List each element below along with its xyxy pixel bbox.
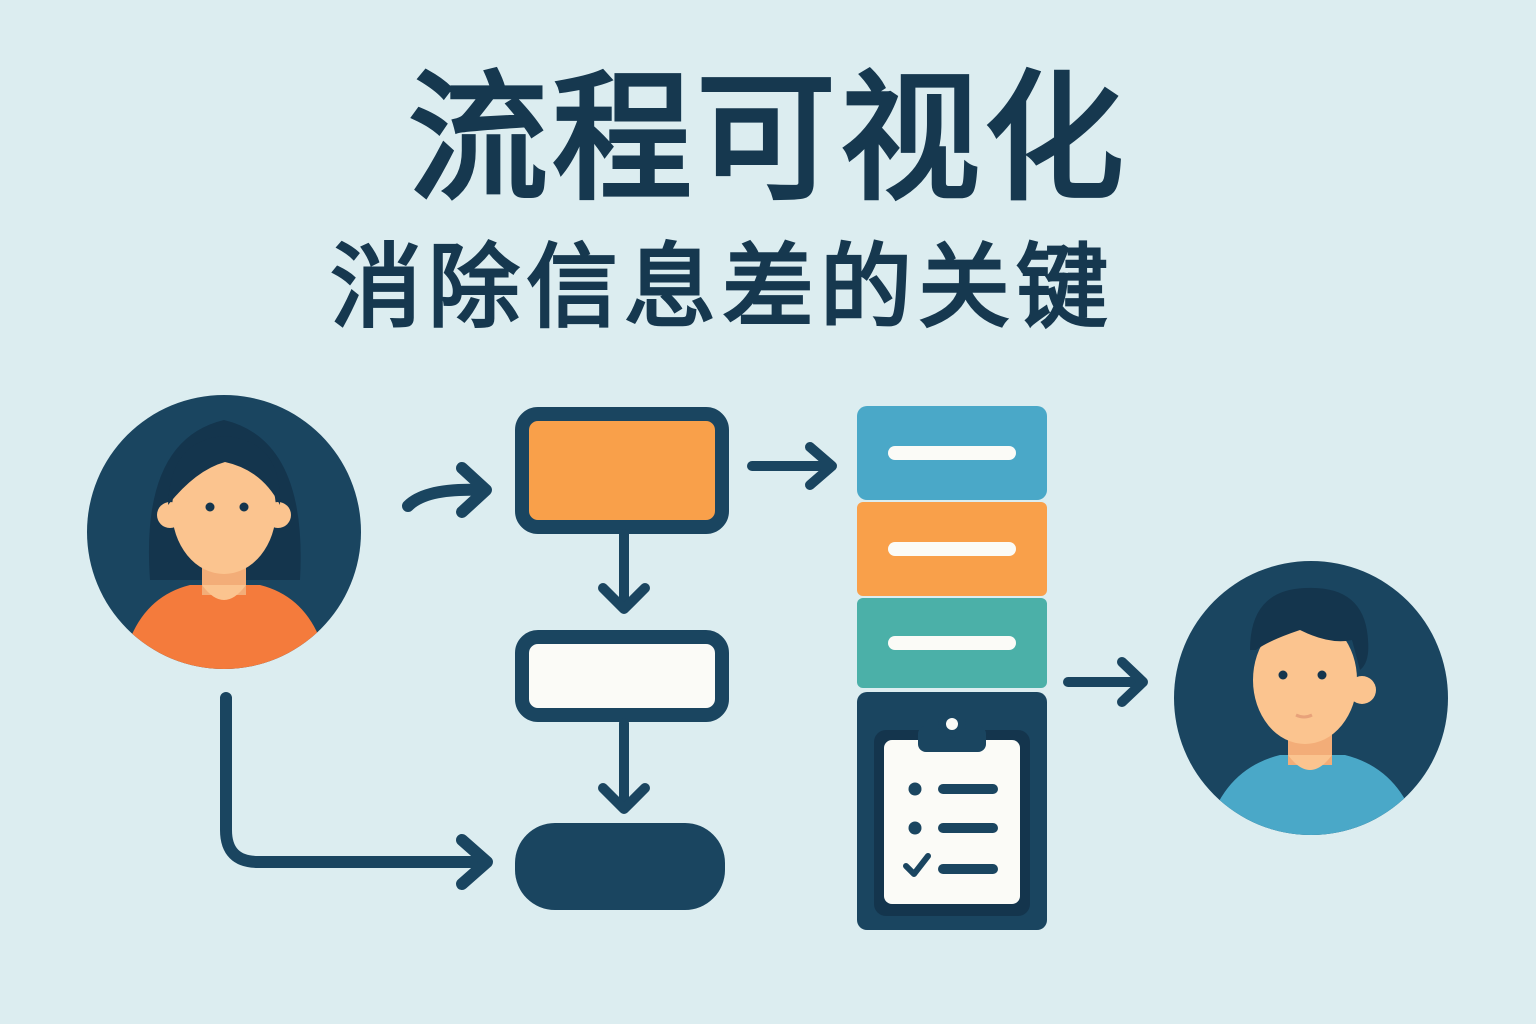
arrow-down-icon — [598, 718, 650, 814]
orange-process-box — [515, 407, 729, 534]
page-subtitle: 消除信息差的关键 — [330, 234, 1115, 341]
arrow-right-icon — [1063, 657, 1148, 707]
arrow-right-icon — [402, 462, 492, 518]
arrow-down-icon — [598, 529, 650, 614]
arrow-right-icon — [220, 692, 493, 890]
white-process-box — [515, 630, 729, 722]
clipboard-checklist-icon — [874, 710, 1030, 916]
page-title: 流程可视化 — [407, 58, 1128, 221]
arrow-right-icon — [747, 442, 837, 490]
male-user-avatar-icon — [1174, 561, 1448, 835]
terminal-process-box — [515, 823, 725, 910]
female-user-avatar-icon — [87, 395, 361, 669]
